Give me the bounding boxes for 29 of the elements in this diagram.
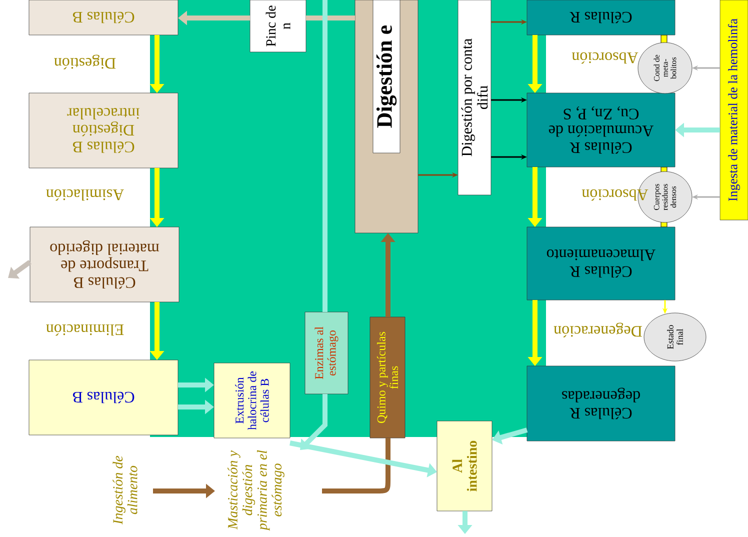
process-box: Células B Digestión intracelular <box>28 92 178 168</box>
stage-label: Asimilación <box>46 189 124 201</box>
process-box: Digestión por conta difu <box>458 0 492 196</box>
arrow <box>300 394 328 450</box>
arrow <box>8 260 32 279</box>
process-box: Digestión e <box>372 0 400 154</box>
process-box: Extrusión halocrina de células B <box>214 362 290 438</box>
process-box: Células R Almacenamiento <box>526 226 676 300</box>
stage-label: Digestión <box>54 54 116 70</box>
step-label: Ingestión de alimento <box>112 456 138 524</box>
process-box: Células R degeneradas <box>526 366 676 442</box>
process-box: Células R Acumulación de Cu, Zn, P, S <box>526 92 676 168</box>
step-label: Masticación y digestión primaria en el estómago <box>228 450 284 531</box>
process-box: Células B Transporte de material digerido <box>30 226 180 302</box>
pipe <box>322 438 390 494</box>
process-box: Al intestino <box>436 420 492 512</box>
process-box: Quimo y partículas finas <box>370 316 406 438</box>
input-bar: Ingesta de material de la hemolinfa <box>720 0 748 220</box>
stage-label: Absorción <box>582 189 648 201</box>
process-box: Enzimas al estómago <box>304 312 348 394</box>
stage-label: Eliminación <box>46 324 124 336</box>
process-box: Células R <box>526 0 676 36</box>
pipe <box>322 0 328 312</box>
process-box: Pinc de n <box>250 0 306 52</box>
stage-label: Degeneración <box>554 322 642 338</box>
stage-label: Absorción <box>572 52 638 64</box>
process-box: Células B <box>28 360 178 436</box>
pipe <box>306 16 355 20</box>
process-box: Células B <box>28 0 178 36</box>
